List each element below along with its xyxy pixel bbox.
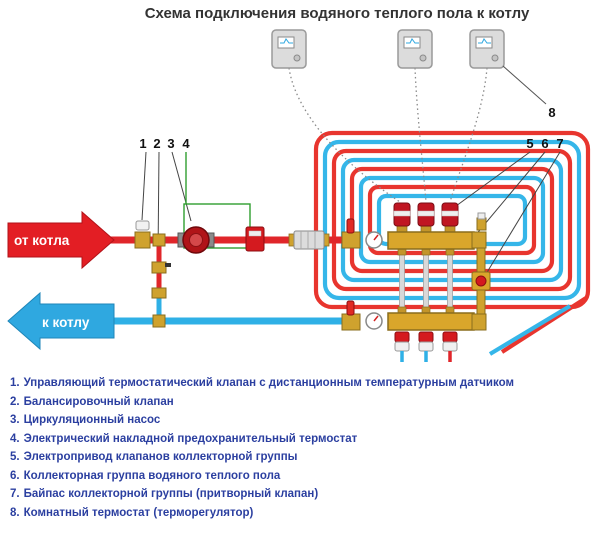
- callout-8: 8: [548, 105, 555, 120]
- callouts-right: 5 6 7: [455, 136, 564, 275]
- strap-on-thermostat: [245, 226, 265, 252]
- room-thermostat-icon: [469, 29, 505, 69]
- manifold-ball-valve: [341, 231, 361, 249]
- supply-manifold: [341, 202, 487, 250]
- page-title: Схема подключения водяного теплого пола …: [144, 5, 530, 22]
- from-boiler-arrow: от котла: [7, 210, 115, 270]
- room-thermostats: 8: [271, 29, 556, 120]
- callout-4: 4: [182, 136, 190, 151]
- manifold-end-elbow: [471, 231, 487, 249]
- to-boiler-arrow: к котлу: [7, 291, 115, 351]
- callout-5: 5: [526, 136, 533, 151]
- legend: 1.Управляющий термостатический клапан с …: [10, 374, 596, 522]
- collector-bypass: [471, 212, 491, 316]
- callouts-left: 1 2 3 4: [139, 136, 251, 258]
- flow-meters: [394, 331, 458, 362]
- room-thermostat-icon: [271, 29, 307, 69]
- legend-item: 1.Управляющий термостатический клапан с …: [10, 377, 514, 389]
- return-manifold: [341, 300, 487, 362]
- air-vent: [476, 217, 487, 231]
- balancing-valve: [151, 261, 167, 274]
- room-thermostat-icon: [397, 29, 433, 69]
- legend-item: 4.Электрический накладной предохранитель…: [10, 432, 358, 445]
- scheme-diagram: 1 2 3 4 5 6 7 от ко: [7, 29, 591, 362]
- legend-item: 8.Комнатный термостат (терморегулятор): [10, 506, 254, 519]
- bypass-valve-cap: [475, 275, 487, 287]
- tee-fitting: [152, 233, 166, 247]
- circulation-pump: [177, 226, 215, 254]
- to-boiler-label: к котлу: [42, 315, 90, 330]
- thermostat-control-wires: [288, 67, 488, 203]
- legend-item: 6.Коллекторная группа водяного теплого п…: [10, 469, 281, 482]
- air-vent-cap: [477, 212, 486, 220]
- manifold-bar: [387, 231, 475, 250]
- manifold-ball-valve: [341, 313, 361, 331]
- valve-actuators: [393, 202, 459, 227]
- legend-item: 3.Циркуляционный насос: [10, 414, 161, 426]
- legend-item: 2.Балансировочный клапан: [10, 395, 174, 408]
- callout-3: 3: [167, 136, 174, 151]
- from-boiler-label: от котла: [14, 233, 70, 248]
- manifold-bar: [387, 312, 475, 331]
- thermostat-wire-loop: [183, 203, 251, 249]
- callout-1: 1: [139, 136, 146, 151]
- callout-7: 7: [556, 136, 563, 151]
- valve-red-handle: [346, 300, 355, 316]
- tee-fitting-lower: [152, 314, 166, 328]
- valve-red-handle: [346, 218, 355, 234]
- callout-8-line: [502, 65, 547, 105]
- legend-item: 5.Электропривод клапанов коллекторной гр…: [10, 451, 298, 463]
- callout-2: 2: [153, 136, 160, 151]
- valve-fitting: [151, 287, 167, 299]
- callout-6: 6: [541, 136, 548, 151]
- valve-handle: [165, 263, 171, 267]
- legend-item: 7.Байпас коллекторной группы (притворный…: [10, 488, 319, 500]
- thermostatic-valve: [134, 220, 151, 249]
- check-valve-union: [288, 230, 330, 250]
- manifold-end-elbow: [471, 313, 487, 331]
